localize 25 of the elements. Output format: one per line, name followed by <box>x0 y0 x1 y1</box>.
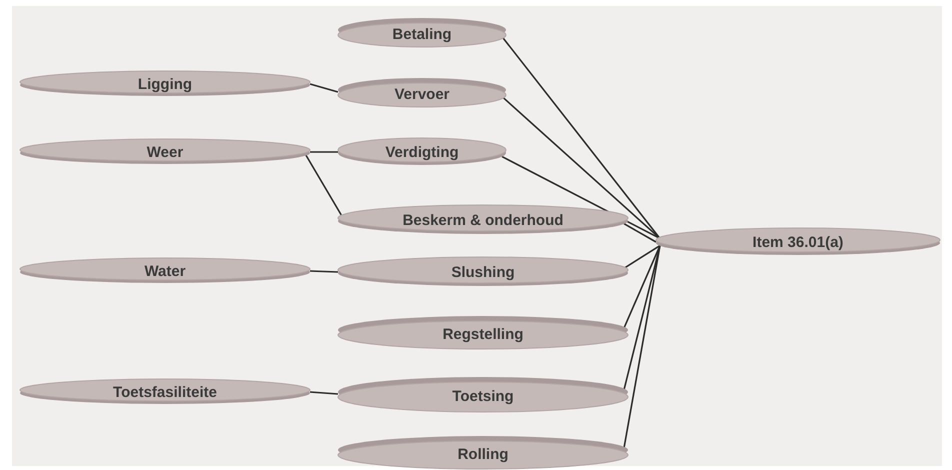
connector-line <box>310 391 338 395</box>
node-label: Toetsing <box>452 388 514 404</box>
node-label: Beskerm & onderhoud <box>402 212 564 228</box>
connector-line <box>623 245 661 448</box>
connector-line <box>310 270 338 273</box>
node-label: Slushing <box>451 264 515 280</box>
node-label: Item 36.01(a) <box>752 234 844 250</box>
node-label: Regstelling <box>442 326 524 342</box>
connector-line <box>623 245 661 328</box>
connector-line <box>624 244 660 269</box>
node-label: Toetsfasiliteite <box>113 384 217 400</box>
node-label: Ligging <box>138 76 192 92</box>
node-label: Weer <box>146 144 184 160</box>
node-label: Betaling <box>392 26 452 42</box>
node-label: Rolling <box>458 446 508 462</box>
node-label: Water <box>144 262 186 280</box>
connector-line <box>501 36 661 239</box>
node-label: Vervoer <box>394 86 450 102</box>
connector-line <box>502 156 660 240</box>
connector-line <box>310 151 338 153</box>
connector-line <box>623 245 661 390</box>
node-label: Verdigting <box>385 144 459 160</box>
connector-line <box>624 223 656 243</box>
connector-line <box>310 83 338 93</box>
connector-line <box>305 154 343 217</box>
